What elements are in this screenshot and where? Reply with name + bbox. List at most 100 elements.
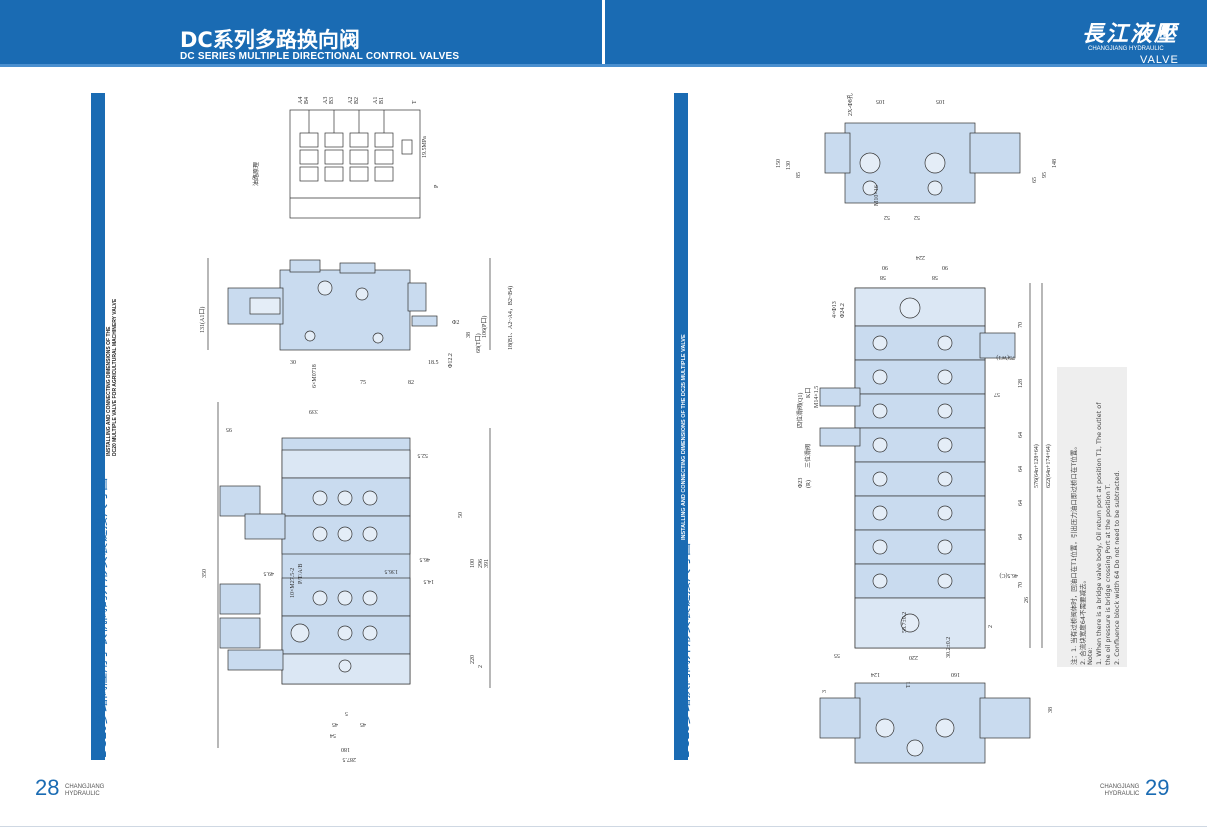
svg-text:3: 3 xyxy=(822,690,828,693)
svg-text:30.2±0.2: 30.2±0.2 xyxy=(946,637,952,658)
svg-text:128: 128 xyxy=(1018,379,1024,388)
svg-text:2: 2 xyxy=(988,625,994,628)
svg-text:220: 220 xyxy=(470,655,476,664)
front-view-left-labels: 四位滑阀(Q1) K口 M14×1.5 三位滑阀 Φ23 (R) xyxy=(796,386,820,488)
svg-text:136.5: 136.5 xyxy=(385,568,399,574)
left-section-title: DC20多路阀应用于农机阀的外形安装链接尺寸图 xyxy=(94,477,109,758)
svg-text:46.5(C): 46.5(C) xyxy=(1000,572,1019,579)
svg-text:64: 64 xyxy=(1018,432,1024,438)
svg-text:106(P口): 106(P口) xyxy=(481,316,488,338)
svg-text:14.5: 14.5 xyxy=(424,578,435,584)
svg-text:T: T xyxy=(412,100,418,104)
svg-text:三位滑阀: 三位滑阀 xyxy=(804,444,812,468)
svg-text:150: 150 xyxy=(776,159,782,168)
svg-text:95: 95 xyxy=(1042,172,1048,178)
svg-text:49.5: 49.5 xyxy=(264,570,275,576)
header-title-cn: DC系列多路换向阀 xyxy=(180,28,360,52)
svg-text:2: 2 xyxy=(478,665,484,668)
svg-text:85: 85 xyxy=(796,172,802,178)
schematic-label: 油路原理 xyxy=(252,162,260,186)
svg-text:52: 52 xyxy=(884,214,890,220)
note-line-6: 2. Confluence block width 64 Do not need… xyxy=(1113,470,1121,665)
svg-text:100: 100 xyxy=(470,559,476,568)
svg-text:68(T口): 68(T口) xyxy=(475,333,482,353)
svg-text:18.5: 18.5 xyxy=(428,360,439,366)
svg-text:180: 180 xyxy=(341,746,350,752)
svg-text:B4: B4 xyxy=(304,97,310,104)
page-spread-gap xyxy=(602,0,605,64)
svg-text:A4: A4 xyxy=(298,97,304,104)
svg-text:4×Φ13: 4×Φ13 xyxy=(832,301,838,318)
svg-text:Φ2: Φ2 xyxy=(452,320,459,326)
svg-text:90: 90 xyxy=(882,264,888,270)
svg-text:296: 296 xyxy=(478,559,484,568)
svg-text:64: 64 xyxy=(1018,534,1024,540)
svg-text:90: 90 xyxy=(942,264,948,270)
svg-text:105: 105 xyxy=(876,98,885,104)
svg-text:18(B1、A2~A4，B2~B4): 18(B1、A2~A4，B2~B4) xyxy=(507,286,514,350)
svg-text:75: 75 xyxy=(360,380,366,386)
svg-text:58: 58 xyxy=(932,274,938,280)
svg-text:38: 38 xyxy=(1048,707,1054,713)
svg-text:124: 124 xyxy=(871,671,880,677)
svg-text:576(64n+128+64): 576(64n+128+64) xyxy=(1033,444,1040,488)
brand-logo: 長江液壓 xyxy=(1082,21,1179,47)
svg-text:105: 105 xyxy=(936,98,945,104)
svg-text:M14×1.5: M14×1.5 xyxy=(814,386,820,408)
right-page-number: 29 xyxy=(1145,775,1170,800)
svg-text:T1: T1 xyxy=(906,681,912,688)
svg-text:A3: A3 xyxy=(323,97,329,104)
left-section-caption-2: DC20 MULTIPLE VALVE FOR AGRICULTURAL MAC… xyxy=(112,298,118,456)
svg-text:A2: A2 xyxy=(348,97,354,104)
top-view xyxy=(824,122,1021,204)
side-view xyxy=(207,258,491,351)
svg-text:P/T/A/B: P/T/A/B xyxy=(298,564,304,584)
svg-text:65: 65 xyxy=(1032,177,1038,183)
front-view-dims: 339 95 52.5 350 49.5 10×M27.5-2 P/T/A/B … xyxy=(202,408,490,762)
note-line-5: the oil pressure is bridge crossing Port… xyxy=(1104,483,1112,665)
svg-text:45: 45 xyxy=(332,721,338,727)
svg-text:6×M0718: 6×M0718 xyxy=(312,364,318,388)
note-line-3: Note: xyxy=(1086,647,1094,665)
notes-panel xyxy=(1057,367,1127,667)
svg-text:220: 220 xyxy=(909,654,918,660)
svg-text:5: 5 xyxy=(345,710,348,716)
brand-logo-subtitle: CHANGJIANG HYDRAULIC xyxy=(1088,46,1164,52)
svg-text:B2: B2 xyxy=(354,97,360,104)
svg-text:54: 54 xyxy=(330,732,336,738)
svg-text:391: 391 xyxy=(484,559,490,568)
svg-text:224: 224 xyxy=(916,254,925,260)
svg-text:58: 58 xyxy=(880,274,886,280)
svg-text:52: 52 xyxy=(914,214,920,220)
note-line-4: 1. When there is a bridge valve body, Oi… xyxy=(1095,402,1103,665)
header-title-en: DC SERIES MULTIPLE DIRECTIONAL CONTROL V… xyxy=(180,51,460,62)
svg-text:339: 339 xyxy=(309,408,318,414)
svg-text:45: 45 xyxy=(360,721,366,727)
svg-text:64: 64 xyxy=(1018,500,1024,506)
svg-text:46.5: 46.5 xyxy=(420,556,431,562)
svg-text:38: 38 xyxy=(466,332,472,338)
svg-text:52.5: 52.5 xyxy=(418,452,429,458)
top-view-dims: 2X-Φ8孔 105 105 150 130 85 148 95 65 52 5… xyxy=(776,93,1058,220)
right-section-bar xyxy=(674,93,688,760)
svg-text:70: 70 xyxy=(1018,322,1024,328)
svg-text:58.7±0.2: 58.7±0.2 xyxy=(902,612,908,633)
header-underline xyxy=(0,64,1207,67)
svg-text:K口: K口 xyxy=(805,388,812,398)
svg-text:57: 57 xyxy=(994,391,1000,397)
svg-text:P: P xyxy=(434,184,440,188)
svg-text:287.5: 287.5 xyxy=(343,756,357,762)
dc20-technical-drawing: 油路原理 A4 B4 A3 B3 A2 B2 A1 B1 T P 19.5MPa… xyxy=(199,97,514,762)
svg-text:30: 30 xyxy=(290,360,296,366)
svg-text:10×M27.5-2: 10×M27.5-2 xyxy=(290,568,296,598)
svg-text:70: 70 xyxy=(1018,582,1024,588)
front-view-dims: 224 90 90 58 58 4×Φ13 Φ24.2 70 128 64 64… xyxy=(832,254,1052,660)
svg-text:B3: B3 xyxy=(329,97,335,104)
front-view xyxy=(217,402,491,748)
page-bottom-rule xyxy=(0,826,1207,827)
schematic-port-labels: A4 B4 A3 B3 A2 B2 A1 B1 T P 19.5MPa xyxy=(298,97,440,188)
svg-text:350: 350 xyxy=(202,569,208,578)
svg-text:A1: A1 xyxy=(373,97,379,104)
bottom-view-dims: 124 160 T1 38 3 xyxy=(822,671,1054,713)
svg-text:Φ23: Φ23 xyxy=(798,478,804,488)
